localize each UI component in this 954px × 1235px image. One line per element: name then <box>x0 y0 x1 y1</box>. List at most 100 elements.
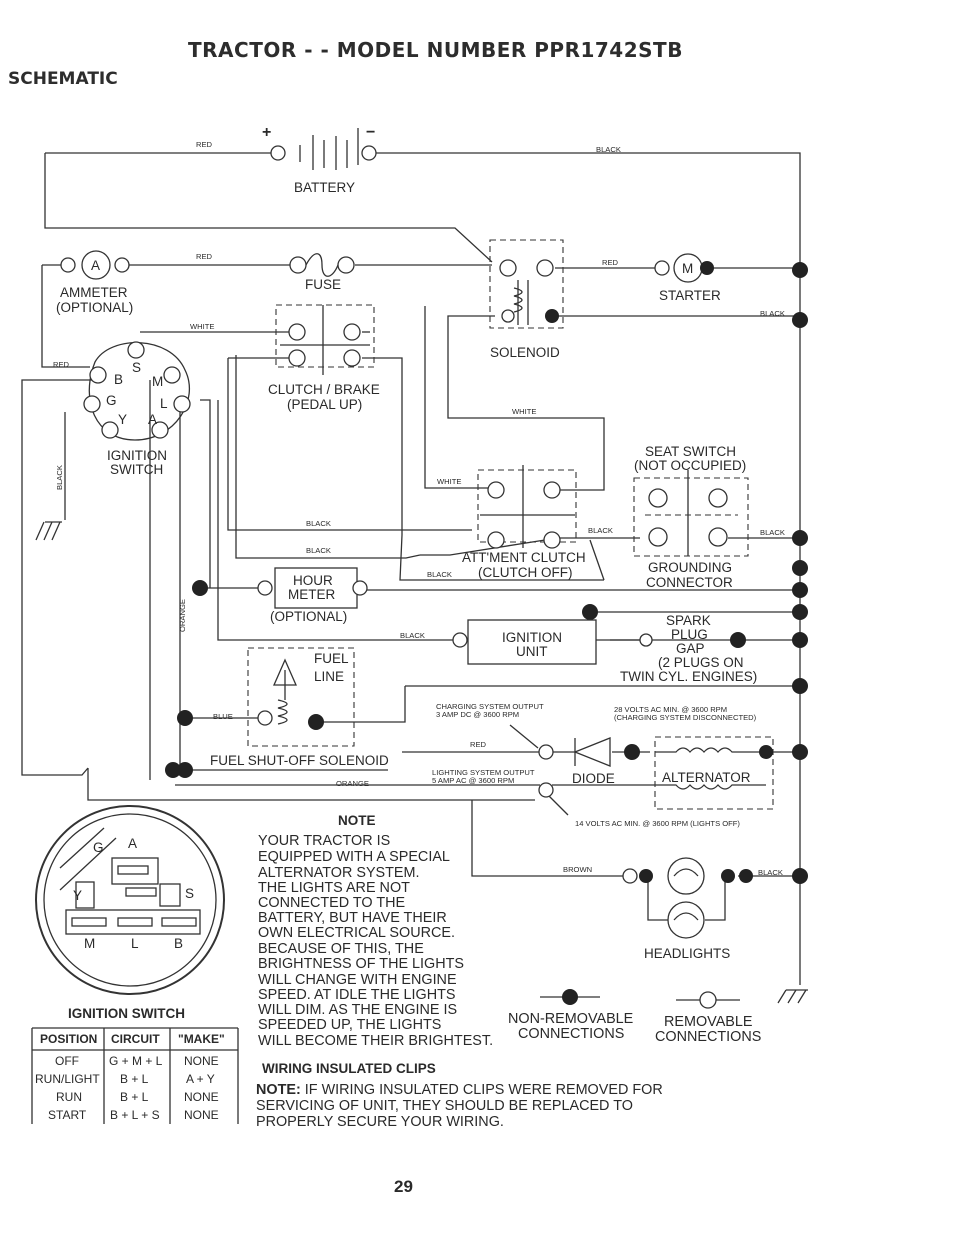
battery: + − BATTERY <box>262 124 377 195</box>
note-line: BATTERY, BUT HAVE THEIR <box>258 910 447 926</box>
wire-label-black-battery: BLACK <box>596 145 621 154</box>
table-cell: A + Y <box>186 1072 215 1086</box>
lighting-pointer <box>547 794 569 816</box>
fuel-label: FUEL <box>314 651 349 666</box>
pin-l: L <box>160 396 168 411</box>
wire-label-black-attachment: BLACK <box>306 519 331 528</box>
clips-line: PROPERLY SECURE YOUR WIRING. <box>256 1114 504 1130</box>
connection-dot <box>165 762 181 778</box>
note-line: WILL CHANGE WITH ENGINE <box>258 972 457 988</box>
solenoid-label: SOLENOID <box>490 345 560 360</box>
headlights: HEADLIGHTS <box>622 857 753 961</box>
clips-line: IF WIRING INSULATED CLIPS WERE REMOVED F… <box>301 1082 663 1098</box>
ignition-switch-label-2: SWITCH <box>110 462 163 477</box>
table-header: CIRCUIT <box>111 1032 160 1046</box>
svg-text:+: + <box>262 124 271 141</box>
grounding-connector-label: GROUNDING <box>648 560 732 575</box>
wire-label-white-solenoid: WHITE <box>512 407 536 416</box>
note-line: BRIGHTNESS OF THE LIGHTS <box>258 956 464 972</box>
connection-dot <box>792 744 808 760</box>
page-title: TRACTOR - - MODEL NUMBER PPR1742STB <box>188 38 683 62</box>
connection-dot <box>177 710 193 726</box>
wire-label-white-attachment: WHITE <box>437 477 461 486</box>
wire-label-red-starter: RED <box>602 258 619 267</box>
table-cell: NONE <box>184 1090 219 1104</box>
table-cell: NONE <box>184 1054 219 1068</box>
alternator: ALTERNATOR <box>624 736 774 810</box>
ignition-unit-label-2: UNIT <box>516 644 548 659</box>
spark-note-2: TWIN CYL. ENGINES) <box>620 669 757 684</box>
wire-label-black-attachment-3: BLACK <box>427 570 452 579</box>
attachment-clutch-label: ATT'MENT CLUTCH <box>462 550 586 565</box>
volts28-note: (CHARGING SYSTEM DISCONNECTED) <box>614 713 757 722</box>
connection-dot <box>792 868 808 884</box>
note-line: CONNECTED TO THE <box>258 895 405 911</box>
page-number: 29 <box>394 1177 413 1196</box>
plug-label: PLUG <box>671 627 708 642</box>
svg-text:−: − <box>366 124 375 141</box>
pin-y: Y <box>118 412 127 427</box>
alternator-label: ALTERNATOR <box>662 770 751 785</box>
note-block: NOTE YOUR TRACTOR IS EQUIPPED WITH A SPE… <box>258 813 493 1049</box>
ignition-unit: IGNITION UNIT <box>452 619 597 665</box>
table-cell: START <box>48 1108 87 1122</box>
wire-label-red-battery: RED <box>196 140 213 149</box>
diode: DIODE <box>538 737 615 798</box>
ignition-switch-face: G A Y S M L B <box>35 805 225 995</box>
table-cell: B + L + S <box>110 1108 160 1122</box>
wire-label-brown: BROWN <box>563 865 592 874</box>
clutch-brake-switch: CLUTCH / BRAKE (PEDAL UP) <box>268 304 380 412</box>
clips-note-label: NOTE: <box>256 1082 301 1098</box>
ignition-unit-label: IGNITION <box>502 630 562 645</box>
wire-label-black-ignition-unit: BLACK <box>400 631 425 640</box>
table-cell: G + M + L <box>109 1054 163 1068</box>
table-cell: B + L <box>120 1090 149 1104</box>
ammeter: A AMMETER (OPTIONAL) <box>56 250 133 315</box>
wire-label-orange-vertical: ORANGE <box>178 599 187 632</box>
starter-symbol: M <box>682 261 693 276</box>
charging-output-label: CHARGING SYSTEM OUTPUT <box>436 702 544 711</box>
note-line: BECAUSE OF THIS, THE <box>258 941 424 957</box>
seat-switch-state: (NOT OCCUPIED) <box>634 458 746 473</box>
diode-label: DIODE <box>572 771 615 786</box>
pin-s: S <box>132 360 141 375</box>
face-letter-s: S <box>185 886 194 901</box>
pin-a: A <box>148 412 157 427</box>
non-removable-symbol <box>562 989 578 1005</box>
switch-face-caption: IGNITION SWITCH <box>68 1006 185 1021</box>
face-letter-a: A <box>128 836 137 851</box>
connection-dot <box>792 262 808 278</box>
wire-label-blue: BLUE <box>213 712 233 721</box>
wire-label-orange: ORANGE <box>336 779 369 788</box>
ammeter-optional: (OPTIONAL) <box>56 300 133 315</box>
lighting-output-value: 5 AMP AC @ 3600 RPM <box>432 776 514 785</box>
attachment-clutch-state: (CLUTCH OFF) <box>478 565 573 580</box>
connection-dot <box>582 604 598 620</box>
pin-m: M <box>152 374 163 389</box>
hour-meter: HOUR METER (OPTIONAL) <box>192 567 368 624</box>
table-cell: OFF <box>55 1054 79 1068</box>
note-line: EQUIPPED WITH A SPECIAL <box>258 849 450 865</box>
wiring-clips-note: WIRING INSULATED CLIPS NOTE: IF WIRING I… <box>256 1061 663 1130</box>
fuel-solenoid-label: FUEL SHUT-OFF SOLENOID <box>210 753 389 768</box>
legend: NON-REMOVABLE CONNECTIONS REMOVABLE CONN… <box>508 989 761 1045</box>
wire-label-red-diode: RED <box>470 740 487 749</box>
legend-removable: REMOVABLE <box>664 1014 753 1030</box>
connection-dot <box>792 312 808 328</box>
headlights-label: HEADLIGHTS <box>644 946 730 961</box>
note-line: WILL DIM. AS THE ENGINE IS <box>258 1002 457 1018</box>
spark-plug: SPARK PLUG GAP (2 PLUGS ON TWIN CYL. ENG… <box>596 613 808 684</box>
hour-meter-optional: (OPTIONAL) <box>270 609 347 624</box>
note-heading: NOTE <box>338 813 376 828</box>
wire-label-black-attachment-2: BLACK <box>306 546 331 555</box>
clutch-brake-label: CLUTCH / BRAKE <box>268 382 380 397</box>
hour-meter-label: HOUR <box>293 573 333 588</box>
volts28-label: 28 VOLTS AC MIN. @ 3600 RPM <box>614 705 727 714</box>
note-line: ALTERNATOR SYSTEM. <box>258 865 420 881</box>
connection-dot <box>177 762 193 778</box>
ignition-switch-schematic: S B M G L Y A IGNITION SWITCH <box>83 341 191 477</box>
wire-label-white-clutch: WHITE <box>190 322 214 331</box>
charging-pointer <box>509 724 539 749</box>
spark-note-1: (2 PLUGS ON <box>658 655 744 670</box>
